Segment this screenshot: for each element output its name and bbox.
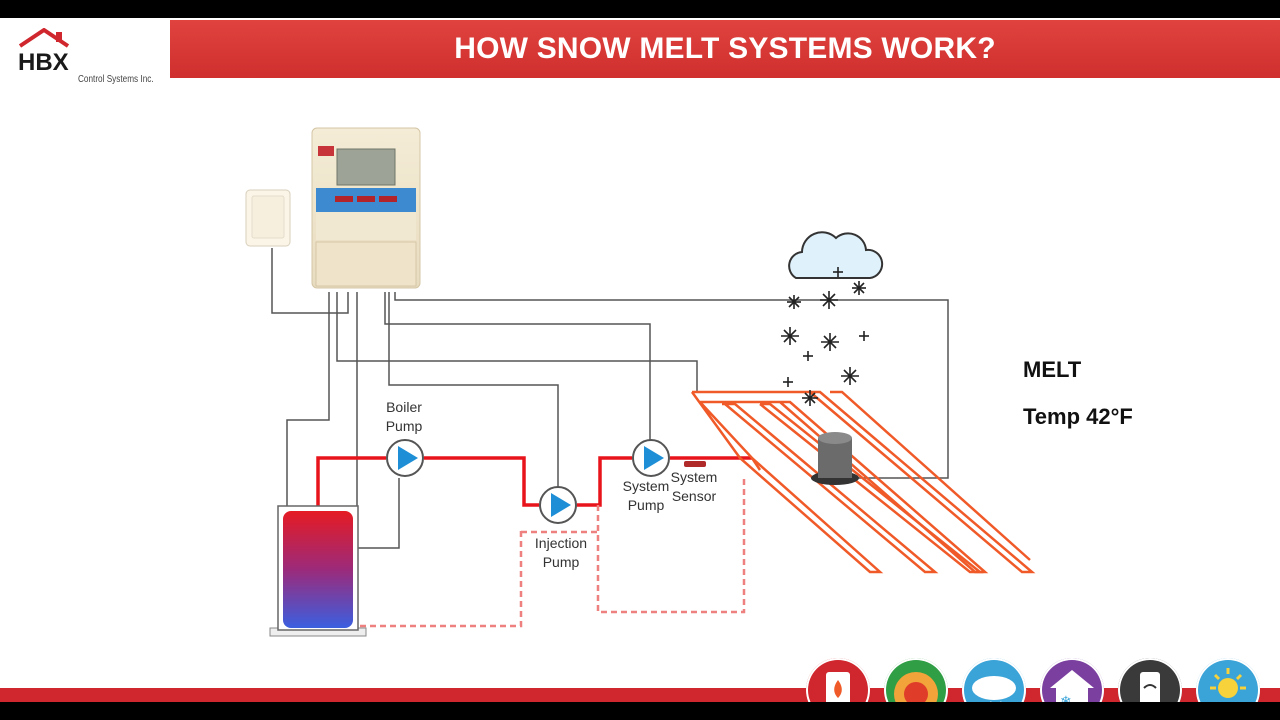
boiler-tank-icon	[269, 505, 367, 637]
geothermal-icon[interactable]	[884, 658, 948, 702]
category-icon-row: ❄❄ ❄	[806, 658, 1260, 702]
snow-melt-icon[interactable]: ❄❄	[962, 658, 1026, 702]
supply-piping	[316, 456, 752, 508]
house-logo-icon: HBX	[18, 28, 70, 76]
snow-cloud-icon	[788, 231, 884, 279]
return-piping	[360, 478, 746, 628]
smartphone-wifi-icon[interactable]	[1118, 658, 1182, 702]
snow-melt-controller	[311, 127, 421, 289]
logo-subtext: Control Systems Inc.	[78, 74, 154, 85]
system-pump-label-1: System	[623, 478, 670, 494]
control-wiring	[271, 248, 949, 549]
logo-text: HBX	[18, 49, 69, 76]
system-pump-icon	[632, 439, 670, 477]
boiler-pump-label-2: Pump	[386, 418, 423, 434]
system-mode-text: MELT	[1023, 357, 1082, 382]
bottom-bar	[0, 688, 1280, 702]
boiler-flame-icon[interactable]	[806, 658, 870, 702]
snow-sensor-icon	[811, 432, 859, 485]
slab-tubing	[690, 390, 1036, 574]
slide: HBX Control Systems Inc. HOW SNOW MELT S…	[0, 18, 1280, 702]
home-heating-cooling-icon[interactable]: ❄	[1040, 658, 1104, 702]
boiler-pump-label-1: Boiler	[386, 399, 422, 415]
snow-melt-diagram: Boiler Pump Injection Pump System Pump S…	[245, 127, 1036, 637]
system-pump-label-2: Pump	[628, 497, 665, 513]
svg-text:❄❄: ❄❄	[986, 699, 1006, 702]
snowflakes-icon	[781, 267, 869, 406]
boiler-pump-icon	[386, 439, 424, 477]
page-title: HOW SNOW MELT SYSTEMS WORK?	[454, 32, 996, 65]
hbx-logo: HBX Control Systems Inc.	[10, 26, 170, 88]
system-sensor-icon	[684, 461, 706, 467]
injection-pump-label-1: Injection	[535, 535, 587, 551]
svg-text:❄: ❄	[1060, 694, 1072, 702]
injection-pump-label-2: Pump	[543, 554, 580, 570]
system-sensor-label-2: Sensor	[672, 488, 717, 504]
temperature-readout: Temp 42°F	[1023, 404, 1133, 429]
system-sensor-label-1: System	[671, 469, 718, 485]
injection-pump-icon	[539, 486, 577, 524]
title-bar: HOW SNOW MELT SYSTEMS WORK?	[170, 20, 1280, 78]
outdoor-sensor-icon	[245, 189, 291, 247]
solar-icon[interactable]	[1196, 658, 1260, 702]
